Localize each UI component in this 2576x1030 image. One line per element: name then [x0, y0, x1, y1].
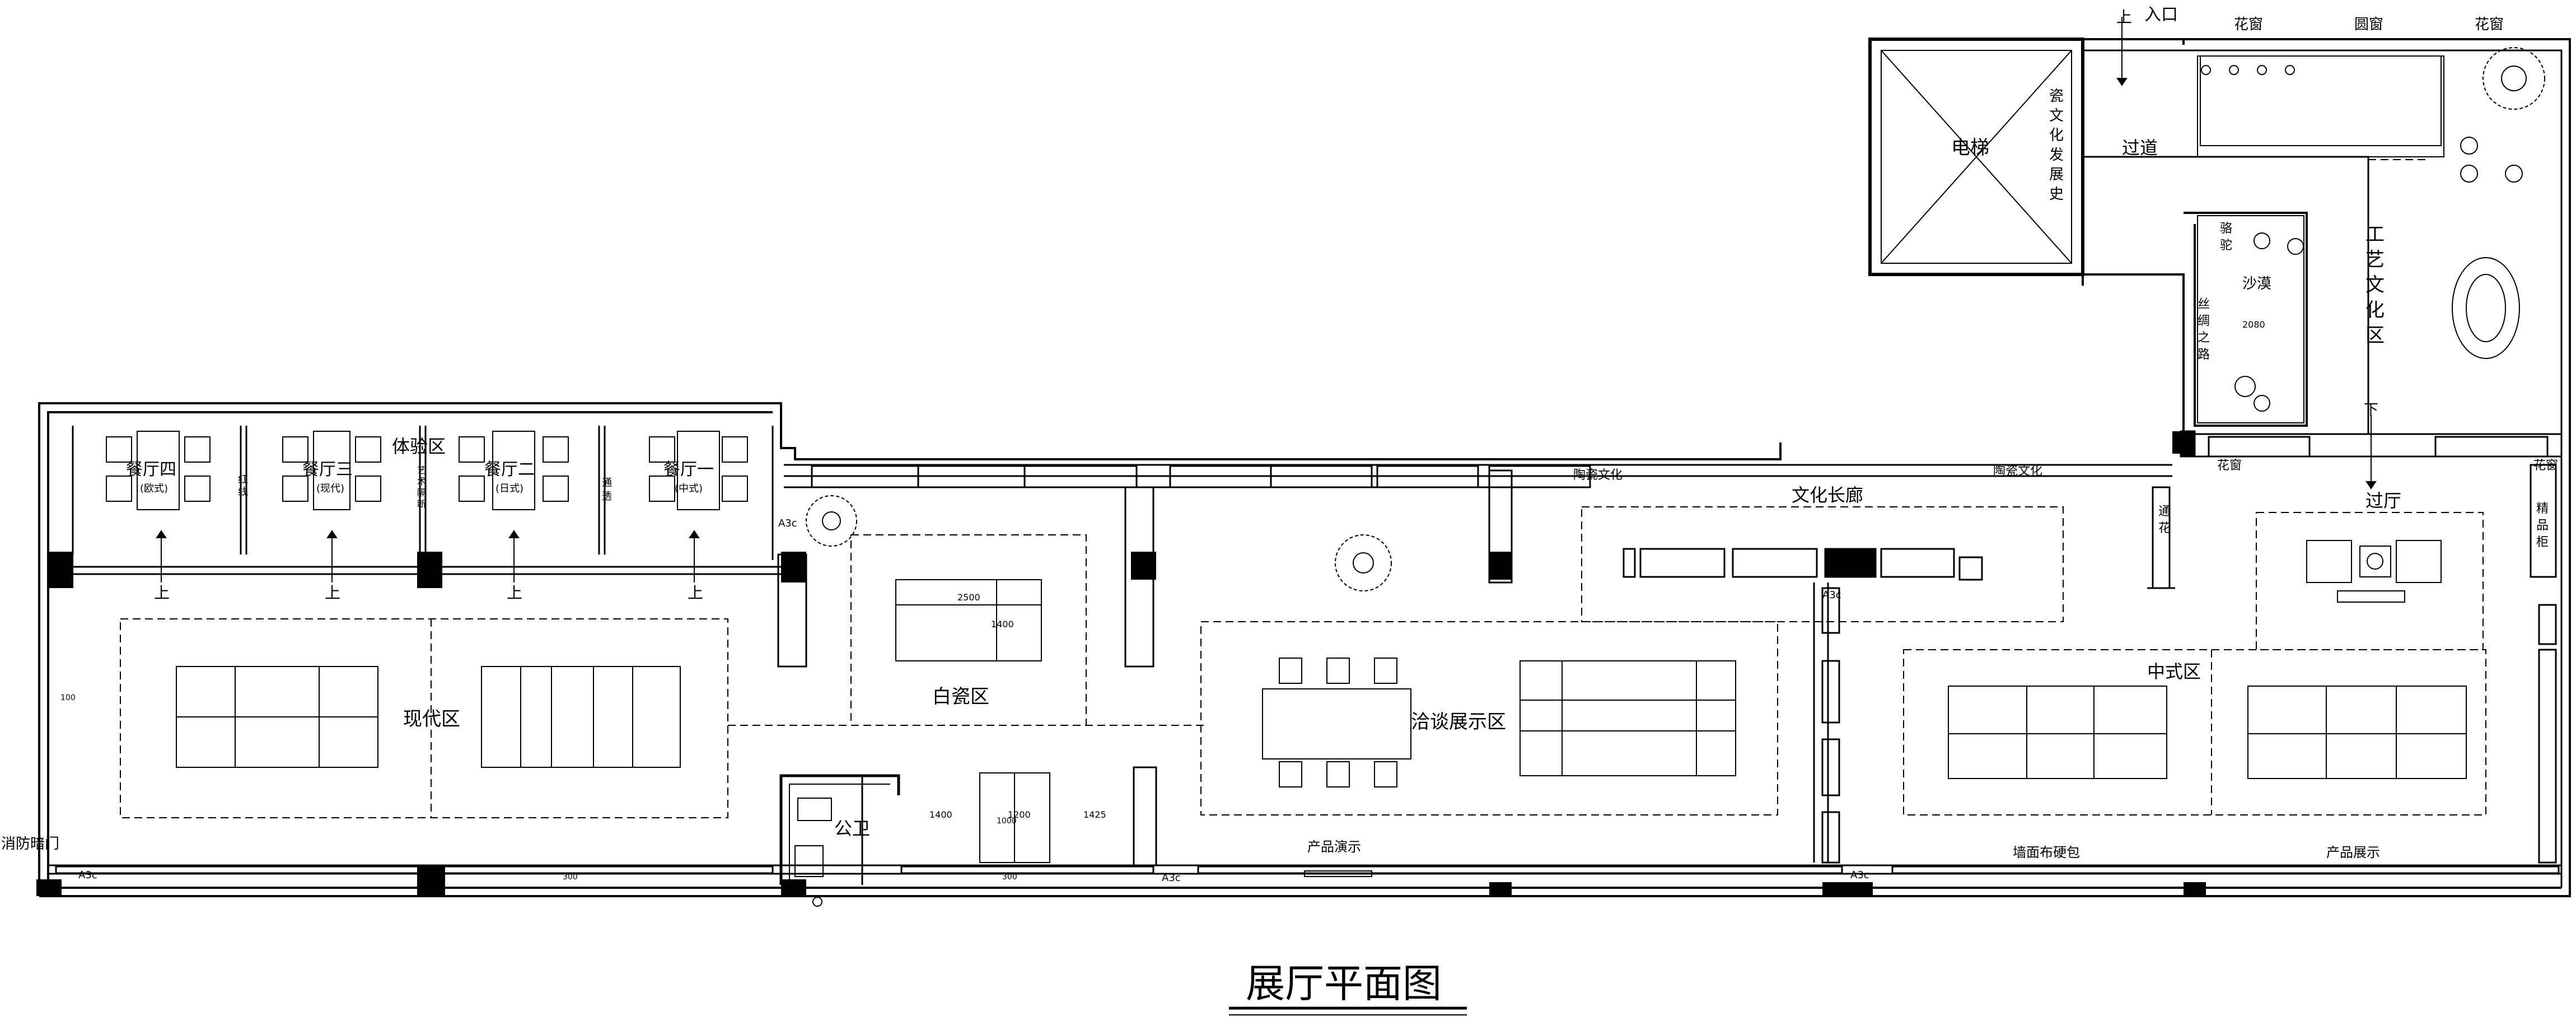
- silk-road-1: 绸: [2198, 314, 2210, 328]
- restaurant-1-name: 餐厅一: [663, 460, 714, 479]
- round-window-label: 圆窗: [2354, 16, 2383, 33]
- partition-clear-1: 透: [602, 491, 612, 502]
- craft-zone-4: 区: [2365, 324, 2385, 347]
- flower-window-lower-2: 花窗: [2533, 459, 2558, 473]
- cabinet-0: 精: [2536, 502, 2549, 516]
- porcelain-history-0: 瓷: [2049, 88, 2064, 105]
- silk-road-3: 路: [2198, 348, 2210, 362]
- porcelain-history-3: 发: [2049, 147, 2064, 164]
- partition-red-0: 红: [238, 474, 248, 486]
- up-mark-1: 上: [154, 584, 170, 602]
- passing-flower-1: 花: [2158, 521, 2171, 535]
- flower-window-label-2: 花窗: [2475, 16, 2504, 33]
- flower-window-lower-1: 花窗: [2217, 459, 2242, 473]
- silk-road-0: 丝: [2198, 297, 2210, 311]
- silk-road-2: 之: [2198, 331, 2210, 345]
- chinese-zone-label: 中式区: [2147, 661, 2201, 682]
- partition-red-1: 线: [238, 486, 248, 498]
- entrance-up: 上: [2116, 8, 2132, 26]
- up-mark-4: 上: [688, 584, 703, 602]
- porcelain-history-4: 展: [2049, 166, 2064, 183]
- dim-100: 100: [60, 693, 76, 702]
- restaurant-1-style: (中式): [675, 483, 703, 495]
- porcelain-history-5: 史: [2049, 186, 2064, 203]
- dim-1000: 1000: [997, 817, 1017, 826]
- labels: 上 入口 花窗 圆窗 花窗 电梯 瓷 文 化 发 展 史 过道 工 艺 文 化 …: [1, 5, 2558, 1006]
- modern-zone-label: 现代区: [403, 708, 460, 730]
- craft-zone-0: 工: [2365, 223, 2385, 246]
- restaurant-3-name: 餐厅三: [302, 460, 353, 479]
- up-mark-3: 上: [507, 584, 522, 602]
- craft-zone-1: 艺: [2365, 249, 2385, 271]
- white-porcelain-label: 白瓷区: [932, 686, 989, 708]
- dim-300-b: 300: [1002, 873, 1017, 882]
- plant-decor: [806, 47, 2545, 907]
- outer-walls: [38, 38, 2571, 897]
- structural-columns: [36, 431, 2206, 896]
- porcelain-history-2: 化: [2049, 127, 2064, 144]
- dim-bottom-1400: 1400: [929, 809, 952, 820]
- wall-fabric-label: 墙面布硬包: [2013, 845, 2080, 860]
- partition-art-0: 艺: [417, 465, 426, 476]
- toilet-label: 公卫: [834, 818, 870, 839]
- camel-1: 驼: [2220, 239, 2232, 253]
- section-tag-5: A3c: [778, 518, 797, 529]
- corridor-label: 过道: [2122, 137, 2158, 159]
- product-display-label: 产品展示: [2326, 845, 2380, 860]
- restaurant-4-name: 餐厅四: [126, 460, 176, 479]
- passing-flower-0: 通: [2158, 505, 2171, 519]
- up-mark-2: 上: [325, 584, 340, 602]
- restaurant-3-style: (现代): [316, 483, 344, 495]
- ceramic-culture-2: 陶瓷文化: [1993, 464, 2042, 478]
- negotiation-label: 洽谈展示区: [1411, 711, 1506, 733]
- craft-zone-2: 文: [2365, 274, 2385, 296]
- hall-label: 过厅: [2365, 490, 2401, 511]
- cabinet-2: 柜: [2536, 535, 2549, 549]
- craft-zone-3: 化: [2365, 299, 2385, 321]
- entrance-label: 入口: [2144, 5, 2178, 25]
- dining-furniture: [106, 431, 2467, 877]
- partition-art-1: 术: [417, 476, 426, 487]
- section-tag-1: A3c: [78, 869, 97, 881]
- section-tag-4: A3c: [1822, 589, 1841, 601]
- restaurant-4-style: (欧式): [140, 483, 168, 495]
- restaurant-2-name: 餐厅二: [484, 460, 535, 479]
- experience-zone-label: 体验区: [392, 436, 446, 457]
- desert-label: 沙漠: [2242, 276, 2271, 292]
- fire-door-label: 消防暗门: [1, 836, 59, 852]
- cabinet-1: 品: [2536, 519, 2549, 533]
- restaurant-2-style: (日式): [495, 483, 523, 495]
- partition-art-2: 隔: [417, 487, 426, 498]
- dim-2500: 2500: [957, 592, 980, 603]
- partition-clear-0: 通: [602, 477, 612, 489]
- flower-window-label-1: 花窗: [2234, 16, 2263, 33]
- partition-art-3: 断: [417, 498, 426, 509]
- dim-300-a: 300: [563, 873, 578, 882]
- dim-bottom-1200: 1200: [1008, 809, 1031, 820]
- direction-arrows: [156, 17, 2377, 582]
- camel-0: 骆: [2220, 222, 2232, 236]
- dim-1400-vertical: 1400: [991, 619, 1014, 630]
- porcelain-history-1: 文: [2049, 108, 2064, 124]
- elevator-label: 电梯: [1951, 137, 1989, 159]
- product-demo-label: 产品演示: [1307, 839, 1361, 855]
- dim-2080: 2080: [2242, 319, 2265, 330]
- ceramic-culture-1: 陶瓷文化: [1573, 468, 1623, 482]
- dim-bottom-1425: 1425: [1083, 809, 1106, 820]
- zone-outlines: [120, 156, 2486, 818]
- cultural-corridor-label: 文化长廊: [1792, 484, 1863, 506]
- section-tag-3: A3c: [1850, 869, 1869, 881]
- down-label: 下: [2364, 402, 2378, 418]
- page-title: 展厅平面图: [1246, 961, 1442, 1006]
- section-tag-2: A3c: [1162, 872, 1181, 884]
